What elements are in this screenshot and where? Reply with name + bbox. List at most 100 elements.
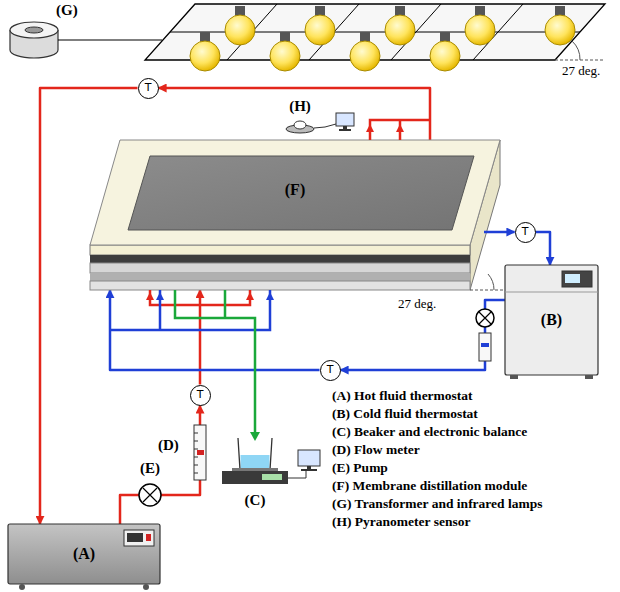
pump-impeller [479,312,491,324]
part-label: (D) [158,437,179,454]
cold-pipe [484,231,500,234]
permeate-line [175,290,260,441]
balance-pan [232,468,278,471]
angle-arc [488,274,494,290]
balance-wire [288,470,306,478]
cold-pipe [536,232,551,265]
thermometer-symbol: T [138,78,159,99]
key-entry: (B) Cold fluid thermostat [332,406,478,422]
cold-thermostat: (B) [505,265,598,375]
thermostat-housing [505,265,598,375]
infrared-lamp [430,41,460,71]
hot-thermostat-body [8,524,160,590]
permeate-pipe [175,290,255,434]
flow-meter-tube [194,425,206,480]
cold-flow-meter [479,333,491,361]
computer-stand [343,126,347,129]
pump-impeller [143,488,157,502]
infrared-lamp [385,15,415,45]
electronic-balance [222,471,288,484]
module-layer [90,255,470,263]
thermostat-foot [585,375,593,379]
display-screen [565,274,580,283]
transformer [10,22,58,58]
module-layer [90,273,470,281]
hot-pipe [120,406,200,525]
beaker [238,438,272,470]
pump-symbol [476,309,494,327]
part-letter: (F) [285,180,305,199]
computer-base [301,469,317,471]
flow-arrow [266,292,274,300]
key-entry: (F) Membrane distillation module [332,478,527,494]
part-letter: (B) [541,310,562,329]
part-letter: (A) [73,544,95,563]
module-top [90,140,500,245]
key-entry: (A) Hot fluid thermostat [332,388,473,404]
computer-monitor [298,450,320,466]
hot-pipe [159,88,431,140]
membrane-module-body [90,140,500,290]
module-layer [90,281,470,290]
part-label: (C) [245,492,266,509]
display-light [146,534,151,541]
cold-pipe [110,290,320,370]
flow-arrow [246,292,254,300]
membrane-module: (F) [90,140,500,290]
hot-outlet-manifold [366,120,430,140]
thermometer-symbol: T [190,385,211,406]
thermostat-housing [8,524,160,584]
thermometer-letter: T [522,226,529,238]
infrared-lamp [545,15,575,45]
hot-pump [139,484,161,506]
cold-thermostat-body [505,265,598,379]
part-label: (H) [289,98,311,115]
infrared-lamp [190,41,220,71]
thermostat-wheel [19,584,25,590]
infrared-lamp [305,15,335,45]
hot-thermostat: (A) [8,524,160,584]
transformer-knob [25,27,43,33]
cold-pump [476,309,494,327]
thermostat-foot [510,375,518,379]
transformer-top [10,22,58,38]
cold-inlet-manifold [110,290,274,330]
key-entry: (E) Pump [332,460,388,476]
part-label: (E) [140,460,160,477]
angle-reference [555,60,604,61]
flow-meter-float [481,343,489,347]
flow-meter-float [197,450,204,455]
key-entry: (H) Pyranometer sensor [332,514,470,530]
module-layer [90,263,470,273]
pyranometer [286,113,354,133]
pump-symbol [139,484,161,506]
computer-base [339,129,351,131]
thermometer-symbol: T [320,360,341,381]
angle-label: 27 deg. [562,63,600,79]
key-entry: (C) Beaker and electronic balance [332,424,527,440]
thermometer-symbol: T [515,222,536,243]
thermostat-lid [505,292,598,293]
balance-display [262,474,282,480]
computer-stand [307,466,311,469]
infrared-lamp [270,41,300,71]
display-screen [127,533,143,542]
cold-pipe [110,290,270,330]
hot-flow-meter [194,425,206,480]
permeate-water [241,455,270,470]
power-wire [58,39,162,40]
infrared-lamp [350,41,380,71]
flow-arrow [366,124,374,132]
thermometer-letter: T [327,364,334,376]
angle-arc [572,41,580,60]
flow-arrow [156,292,164,300]
thermometer-letter: T [197,389,204,401]
infrared-lamp [465,15,495,45]
cold-pipe [500,231,515,234]
hot-pipe [150,290,250,305]
flow-arrow [146,292,154,300]
part-label: (G) [56,2,78,19]
key-entry: (D) Flow meter [332,442,420,458]
thermometer-letter: T [145,82,152,94]
membrane-panel [128,156,474,230]
